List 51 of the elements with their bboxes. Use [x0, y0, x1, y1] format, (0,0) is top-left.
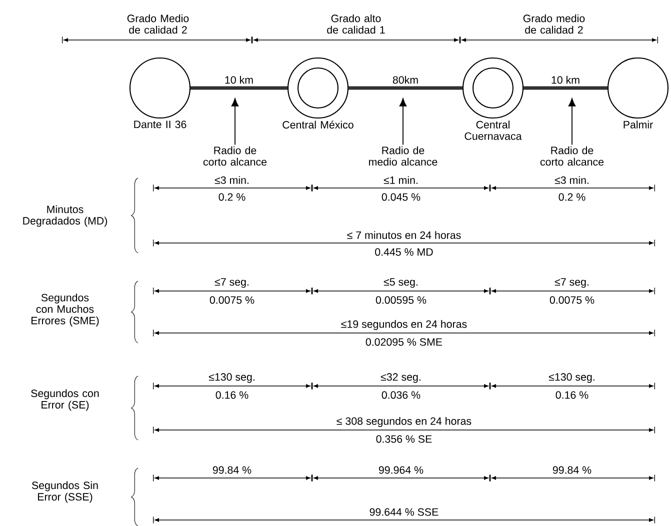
section-label: Grado medio de calidad 2 — [523, 14, 585, 34]
arrow — [231, 98, 239, 146]
station-name: Central Cuernavaca — [464, 120, 522, 140]
section-label: Grado alto de calidad 1 — [327, 14, 385, 34]
total-label: 99.644 % SSE — [370, 508, 438, 516]
link-line — [348, 86, 462, 90]
parameter-label: Segundos con Error (SE) — [31, 389, 99, 411]
radio-label: Radio de corto alcance — [203, 146, 267, 166]
edge-label: 10 km — [552, 76, 580, 84]
value-label: ≤7 seg. — [554, 278, 588, 288]
parameter-label: Minutos Degradados (MD) — [23, 205, 107, 227]
value-label: ≤1 min. — [384, 176, 418, 184]
edge-label: 80km — [392, 76, 418, 84]
value-label: 0.2 % — [218, 193, 246, 201]
value-label: ≤3 min. — [214, 176, 248, 184]
radio-label: Radio de medio alcance — [369, 146, 438, 166]
value-label: ≤130 seg. — [208, 373, 254, 383]
link-line — [524, 86, 608, 90]
station-name: Palmir — [624, 120, 653, 128]
value-label: 0.0075 % — [210, 296, 254, 304]
total-label: 0.02095 % SME — [366, 338, 442, 346]
value-label: 99.964 % — [378, 466, 424, 474]
value-label: ≤130 seg. — [548, 373, 594, 383]
section-label: Grado Medio de calidad 2 — [127, 14, 189, 34]
station-name: Central México — [282, 120, 354, 129]
value-label: 99.84 % — [552, 466, 592, 474]
total-label: 0.445 % MD — [375, 248, 433, 256]
radio-label: Radio de corto alcance — [540, 146, 604, 166]
link-line — [190, 86, 288, 90]
total-label: ≤ 7 minutos en 24 horas — [347, 231, 461, 239]
value-label: 0.036 % — [382, 391, 420, 399]
arrow — [568, 98, 576, 146]
total-label: ≤ 308 segundos en 24 horas — [336, 417, 472, 427]
value-label: ≤5 seg. — [384, 278, 418, 288]
parameter-label: Segundos Sin Error (SSE) — [32, 481, 98, 503]
value-label: 0.16 % — [556, 391, 588, 399]
value-label: 0.045 % — [382, 193, 420, 201]
value-label: 99.84 % — [212, 466, 252, 474]
value-label: 0.2 % — [558, 193, 586, 201]
arrow — [399, 98, 407, 146]
value-label: 0.16 % — [216, 391, 248, 399]
value-label: 0.0075 % — [550, 296, 594, 304]
total-label: ≤19 segundos en 24 horas — [341, 320, 467, 330]
value-label: 0.00595 % — [376, 296, 426, 304]
total-label: 0.356 % SE — [376, 435, 432, 443]
edge-label: 10 km — [225, 76, 253, 84]
value-label: ≤32 seg. — [380, 373, 420, 383]
value-label: ≤7 seg. — [214, 278, 248, 288]
value-label: ≤3 min. — [554, 176, 588, 184]
station-name: Dante II 36 — [134, 120, 186, 128]
parameter-label: Segundos con Muchos Errores (SME) — [32, 294, 99, 326]
